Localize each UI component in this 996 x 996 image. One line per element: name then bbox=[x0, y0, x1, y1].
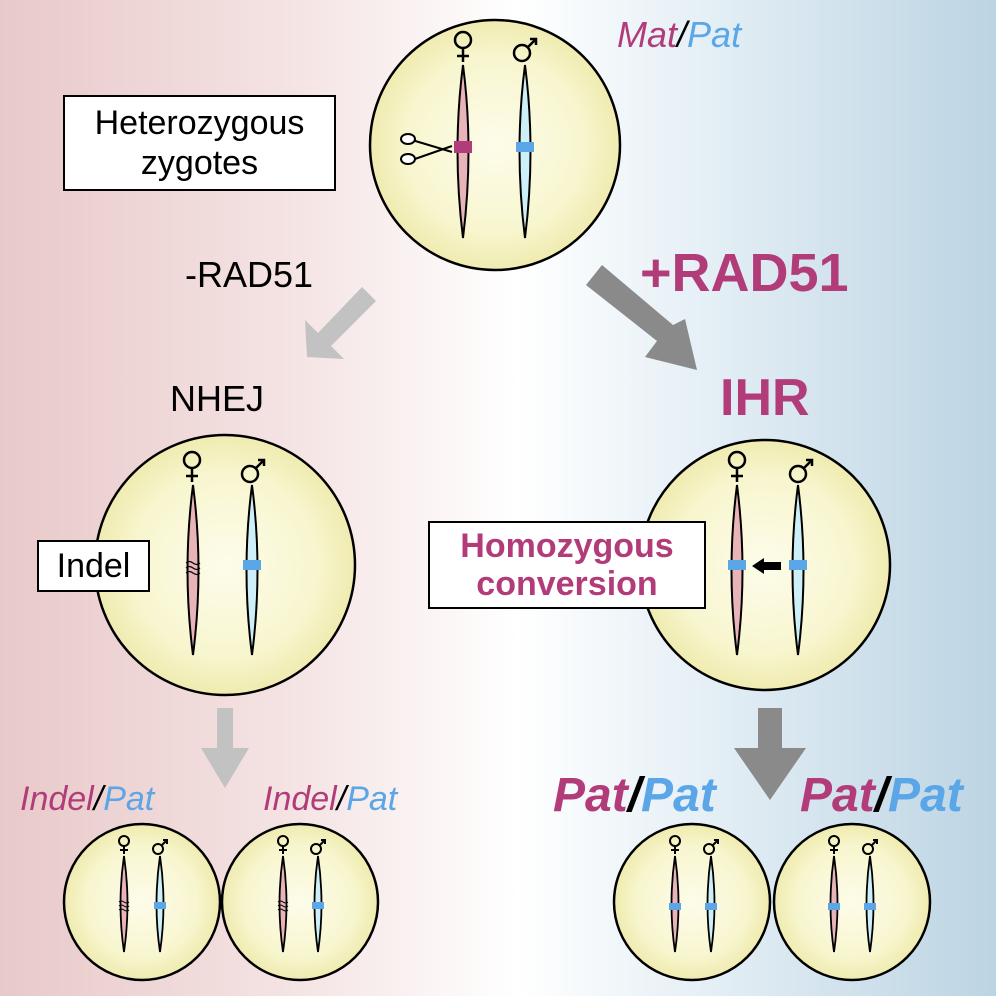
nhej-down-arrow bbox=[201, 708, 249, 788]
ihr-maternal-chromosome bbox=[728, 484, 746, 656]
ihr-box-line1: Homozygous bbox=[460, 527, 674, 565]
female-symbol-icon bbox=[727, 450, 747, 482]
outcome-pat-left-a: Pat bbox=[553, 769, 628, 822]
outcome-pat-left-sep: / bbox=[627, 769, 642, 822]
outcome-right-a: Indel bbox=[263, 780, 337, 818]
top-zygote-cell bbox=[368, 18, 622, 272]
legend-paternal: Pat bbox=[687, 14, 742, 55]
outcome-left-sep: / bbox=[93, 780, 104, 818]
female-symbol-icon bbox=[453, 30, 473, 62]
outcome-right-b: Pat bbox=[346, 780, 398, 818]
outcome-pat-right-a: Pat bbox=[800, 769, 875, 822]
mat-pat-legend: Mat/Pat bbox=[617, 14, 741, 56]
ihr-down-arrow bbox=[734, 708, 806, 800]
top-maternal-chromosome bbox=[454, 64, 472, 239]
outcome-cell-pat-1 bbox=[612, 822, 772, 982]
male-symbol-icon bbox=[862, 839, 878, 855]
female-symbol-icon bbox=[828, 835, 840, 854]
outcome-left-a: Indel bbox=[20, 780, 94, 818]
outcome-pat-right-sep: / bbox=[874, 769, 889, 822]
ihr-paternal-chromosome bbox=[789, 484, 807, 656]
nhej-maternal-chromosome bbox=[185, 484, 201, 656]
top-box-line2: zygotes bbox=[140, 144, 259, 182]
outcome-right-sep: / bbox=[336, 780, 347, 818]
top-paternal-chromosome bbox=[516, 64, 534, 239]
legend-separator: / bbox=[677, 14, 688, 55]
outcome-pat-pat-right: Pat/Pat bbox=[800, 768, 963, 823]
female-symbol-icon bbox=[277, 835, 289, 854]
legend-maternal: Mat bbox=[617, 14, 678, 55]
outcome-left-b: Pat bbox=[103, 780, 155, 818]
outcome-pat-pat-left: Pat/Pat bbox=[553, 768, 716, 823]
rad51-plus-label: +RAD51 bbox=[640, 243, 849, 303]
outcome-cell-indel-1 bbox=[62, 822, 222, 982]
female-symbol-icon bbox=[182, 450, 202, 482]
rad51-minus-label: -RAD51 bbox=[185, 254, 314, 295]
conversion-arrow-icon bbox=[752, 558, 781, 574]
rad51-plus-arrow bbox=[586, 265, 697, 370]
outcome-indel-pat-right: Indel/Pat bbox=[263, 780, 397, 819]
rad51-minus-arrow bbox=[305, 287, 376, 359]
homozygous-conversion-box: Homozygous conversion bbox=[428, 521, 706, 609]
nhej-label: NHEJ bbox=[170, 378, 265, 419]
female-symbol-icon bbox=[669, 835, 681, 854]
top-box-line1: Heterozygous bbox=[94, 104, 305, 142]
male-symbol-icon bbox=[512, 37, 538, 63]
indel-box: Indel bbox=[37, 540, 150, 592]
outcome-indel-pat-left: Indel/Pat bbox=[20, 780, 154, 819]
male-symbol-icon bbox=[788, 458, 814, 484]
outcome-pat-right-b: Pat bbox=[888, 769, 963, 822]
scissors-icon bbox=[400, 133, 453, 165]
male-symbol-icon bbox=[310, 839, 326, 855]
outcome-pat-left-b: Pat bbox=[641, 769, 716, 822]
outcome-cell-indel-2 bbox=[220, 822, 380, 982]
female-symbol-icon bbox=[118, 835, 130, 854]
male-symbol-icon bbox=[240, 458, 266, 484]
ihr-box-line2: conversion bbox=[476, 565, 658, 603]
ihr-label: IHR bbox=[720, 369, 810, 427]
male-symbol-icon bbox=[703, 839, 719, 855]
male-symbol-icon bbox=[152, 839, 168, 855]
nhej-paternal-chromosome bbox=[243, 484, 261, 656]
heterozygous-zygotes-box: Heterozygous zygotes bbox=[63, 95, 336, 191]
outcome-cell-pat-2 bbox=[772, 822, 932, 982]
